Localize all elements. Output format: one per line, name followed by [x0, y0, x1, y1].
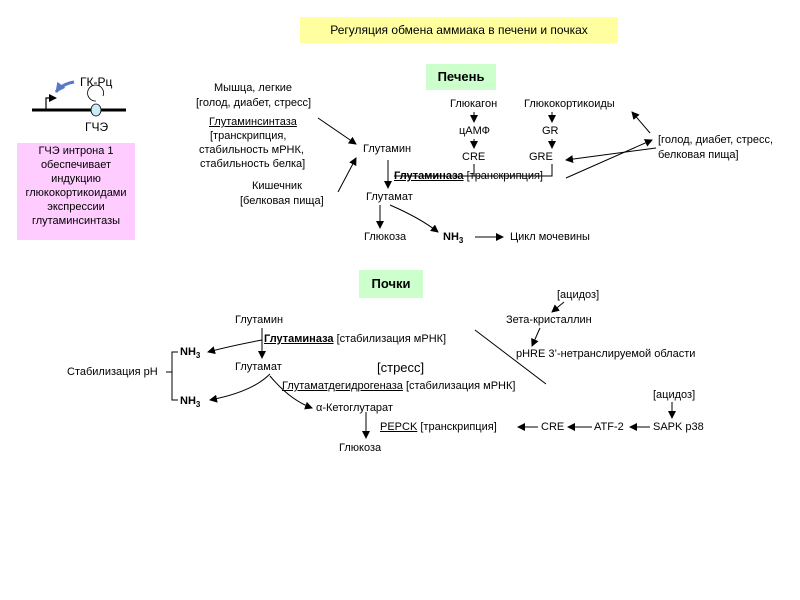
- liver-cre-label: CRE: [462, 151, 486, 163]
- gre-note-line: глутаминсинтазы: [31, 215, 121, 227]
- liver-header: Печень: [426, 64, 496, 90]
- kidney-glutaminase-note: [стабилизация мРНК]: [336, 333, 447, 345]
- gre-element-label: GRE: [529, 151, 553, 163]
- ph-stabilization-label: Стабилизация pH: [67, 366, 158, 378]
- gre-note-line: индукцию: [51, 173, 101, 185]
- kidney-nh3-bottom: NH3: [180, 395, 201, 410]
- gre-note-line: глюкокортикоидами: [25, 187, 127, 199]
- liver-glucose: Глюкоза: [364, 231, 407, 243]
- glucocorticoids-label: Глюкокортикоиды: [524, 98, 615, 110]
- gdh-label: Глутаматдегидрогеназа: [282, 380, 403, 392]
- glucagon-label: Глюкагон: [450, 98, 498, 110]
- gr-label: GR: [542, 125, 559, 137]
- gs-note: стабильность белка]: [200, 158, 306, 170]
- gs-note: [транскрипция,: [210, 130, 287, 142]
- gs-note: стабильность мРНК,: [199, 144, 304, 156]
- phre-label: pHRE 3’-нетранслируемой области: [516, 348, 696, 360]
- urea-cycle-label: Цикл мочевины: [510, 231, 590, 243]
- acidosis-label-2: [ацидоз]: [653, 389, 696, 401]
- pepck-label: PEPCK: [380, 421, 418, 433]
- kidney-glucose: Глюкоза: [339, 442, 382, 454]
- intestine-label: Кишечник: [252, 180, 302, 192]
- camp-label: цАМФ: [459, 125, 491, 137]
- muscle-condition: [голод, диабет, стресс]: [196, 97, 312, 109]
- liver-condition-right: белковая пища]: [658, 149, 739, 161]
- muscle-label: Мышца, легкие: [214, 82, 293, 94]
- liver-glutamine: Глутамин: [363, 143, 412, 155]
- stress-label: [стресс]: [377, 360, 425, 375]
- liver-nh3: NH3: [443, 231, 464, 246]
- gre-note-line: экспрессии: [47, 201, 105, 213]
- intestine-condition: [белковая пища]: [240, 195, 324, 207]
- gk-receptor-label: ГК-Рц: [80, 75, 113, 89]
- gdh-note: [стабилизация мРНК]: [405, 380, 516, 392]
- zeta-crystallin-label: Зета-кристаллин: [506, 314, 592, 326]
- pepck-note: [транскрипция]: [420, 421, 497, 433]
- kidney-glutamine: Глутамин: [235, 314, 284, 326]
- gene-diagram: [32, 80, 126, 117]
- page-title: Регуляция обмена аммиака в печени и почк…: [300, 17, 618, 43]
- gre-note-line: ГЧЭ интрона 1: [38, 145, 114, 157]
- gre-note-box: ГЧЭ интрона 1 обеспечивает индукцию глюк…: [17, 143, 135, 240]
- kidney-glutamate: Глутамат: [235, 361, 282, 373]
- gre-label: ГЧЭ: [85, 120, 109, 134]
- acidosis-label: [ацидоз]: [557, 289, 600, 301]
- kidney-glutaminase-label: Глутаминаза: [264, 333, 334, 345]
- glutamine-synthetase-label: Глутаминсинтаза: [209, 116, 297, 128]
- kidney-nh3-top: NH3: [180, 346, 201, 361]
- atf2-label: ATF-2: [594, 421, 624, 433]
- kidney-header: Почки: [359, 270, 423, 298]
- kidney-cre-label: CRE: [541, 421, 565, 433]
- alpha-ketoglutarate-label: α-Кетоглутарат: [316, 402, 393, 414]
- liver-condition-right: [голод, диабет, стресс,: [658, 134, 774, 146]
- gre-note-line: обеспечивает: [40, 159, 112, 171]
- sapk-p38-label: SAPK p38: [653, 421, 704, 433]
- liver-glutamate: Глутамат: [366, 191, 413, 203]
